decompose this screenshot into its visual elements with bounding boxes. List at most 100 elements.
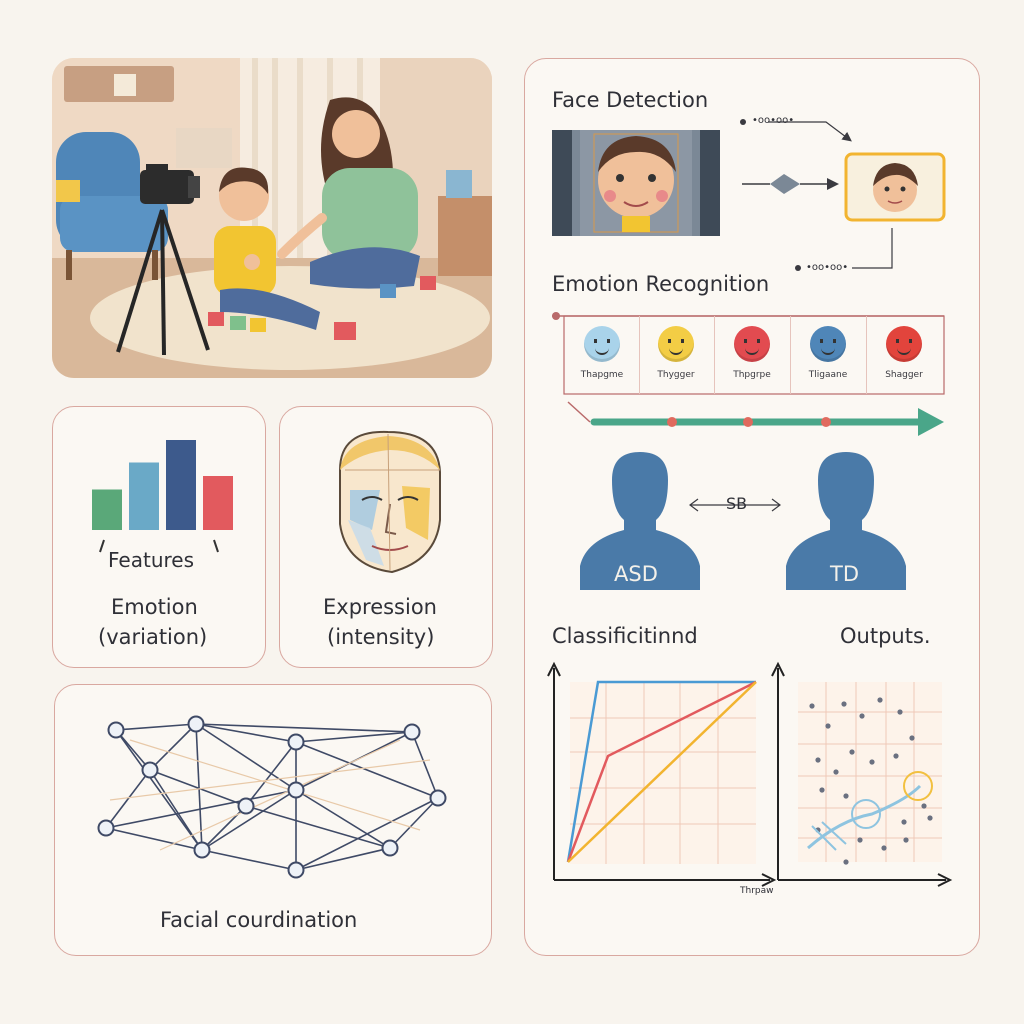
- emotion-cell-divider: [714, 316, 715, 394]
- network-edge-faint: [129, 739, 421, 831]
- network-edge: [195, 723, 297, 743]
- emotion-recognition-title: Emotion Recognition: [552, 272, 770, 296]
- network-node: [107, 721, 125, 739]
- network-edge: [115, 729, 203, 851]
- network-edge: [105, 827, 203, 851]
- network-node: [287, 733, 305, 751]
- network-node: [237, 797, 255, 815]
- network-node: [97, 819, 115, 837]
- feature-bar: [129, 462, 159, 530]
- face-detection-title: Face Detection: [552, 88, 709, 112]
- scatter-point: [825, 723, 831, 729]
- network-edge: [149, 769, 247, 807]
- scatter-point: [815, 757, 821, 763]
- network-edge: [195, 723, 413, 733]
- parent-figure: [277, 97, 420, 289]
- emotion-cell: Thpgrpe: [716, 322, 788, 390]
- network-edge-faint: [109, 759, 431, 801]
- scatter-point: [881, 845, 887, 851]
- expression-line1: Expression: [323, 595, 437, 619]
- emotion-label: Shagger: [885, 370, 923, 380]
- network-node: [287, 781, 305, 799]
- network-edge: [245, 805, 391, 849]
- td-label: TD: [830, 562, 859, 586]
- network-edge: [105, 769, 151, 829]
- network-edge: [295, 789, 391, 849]
- armchair: [56, 132, 168, 280]
- feature-bar: [92, 489, 122, 530]
- network-edge: [295, 797, 439, 871]
- detection-note-2: •oo•oo•: [806, 262, 849, 273]
- network-node: [429, 789, 447, 807]
- network-edge: [201, 849, 297, 871]
- features-line1: Emotion: [111, 595, 198, 619]
- classification-title: Classificitinnd: [552, 624, 698, 648]
- classification-chart: [547, 661, 777, 887]
- network-node: [141, 761, 159, 779]
- scatter-point: [869, 759, 875, 765]
- scatter-point: [809, 703, 815, 709]
- features-bar-chart: [92, 440, 233, 530]
- emotion-face-icon: [886, 326, 922, 362]
- network-edge: [295, 741, 439, 799]
- asd-label: ASD: [614, 562, 658, 586]
- emotion-label: Thygger: [657, 370, 695, 380]
- video-camera: [116, 164, 210, 356]
- scatter-point: [819, 787, 825, 793]
- scatter-point: [903, 837, 909, 843]
- features-panel: [52, 406, 266, 668]
- face-detection-diagram: [552, 119, 946, 271]
- emotion-label: Thpgrpe: [733, 370, 771, 380]
- emotion-cell: Thygger: [640, 322, 712, 390]
- emotion-cell-divider: [790, 316, 791, 394]
- feature-bar: [203, 476, 233, 530]
- network-edge: [411, 731, 439, 799]
- face-landmark-map: [339, 430, 441, 574]
- emotion-face-icon: [734, 326, 770, 362]
- scatter-point: [833, 769, 839, 775]
- network-node: [381, 839, 399, 857]
- scatter-point: [843, 859, 849, 865]
- facial-coordination-network: [97, 715, 447, 879]
- asd-td-comparison: [580, 452, 906, 590]
- network-edge: [149, 723, 197, 771]
- outputs-scatter: [771, 661, 953, 887]
- emotion-label: Thapgme: [580, 370, 624, 380]
- scatter-point: [859, 713, 865, 719]
- scatter-point: [893, 753, 899, 759]
- network-edge: [105, 789, 297, 829]
- scatter-point: [901, 819, 907, 825]
- network-node: [403, 723, 421, 741]
- coordination-title: Facial courdination: [160, 908, 358, 932]
- series-yellow: [567, 681, 757, 863]
- scatter-point: [843, 793, 849, 799]
- classification-axis-note: Thrpaw: [740, 886, 774, 896]
- series-red: [566, 680, 757, 863]
- network-edge: [295, 731, 413, 743]
- scatter-point: [897, 709, 903, 715]
- network-edge: [389, 797, 439, 849]
- scatter-point: [921, 803, 927, 809]
- features-line2: (variation): [98, 625, 208, 649]
- network-edge: [195, 723, 297, 791]
- network-edge: [245, 741, 297, 807]
- series-blue: [566, 680, 756, 863]
- outputs-title: Outputs.: [840, 624, 931, 648]
- emotion-cell: Tligaane: [792, 322, 864, 390]
- child-figure: [214, 167, 320, 330]
- detected-face: [593, 133, 679, 233]
- emotion-cell: Shagger: [868, 322, 940, 390]
- network-edge: [115, 723, 197, 731]
- scatter-point: [849, 749, 855, 755]
- emotion-cell-divider: [639, 316, 640, 394]
- scatter-point: [909, 735, 915, 741]
- network-edge: [201, 789, 297, 851]
- living-room-scene: [52, 58, 492, 378]
- emotion-cell: Thapgme: [566, 322, 638, 390]
- network-edge: [295, 847, 391, 871]
- td-figure: [786, 452, 906, 590]
- feature-bar: [166, 440, 196, 530]
- scatter-point: [927, 815, 933, 821]
- detection-note-1: •oo•oo•: [752, 115, 795, 126]
